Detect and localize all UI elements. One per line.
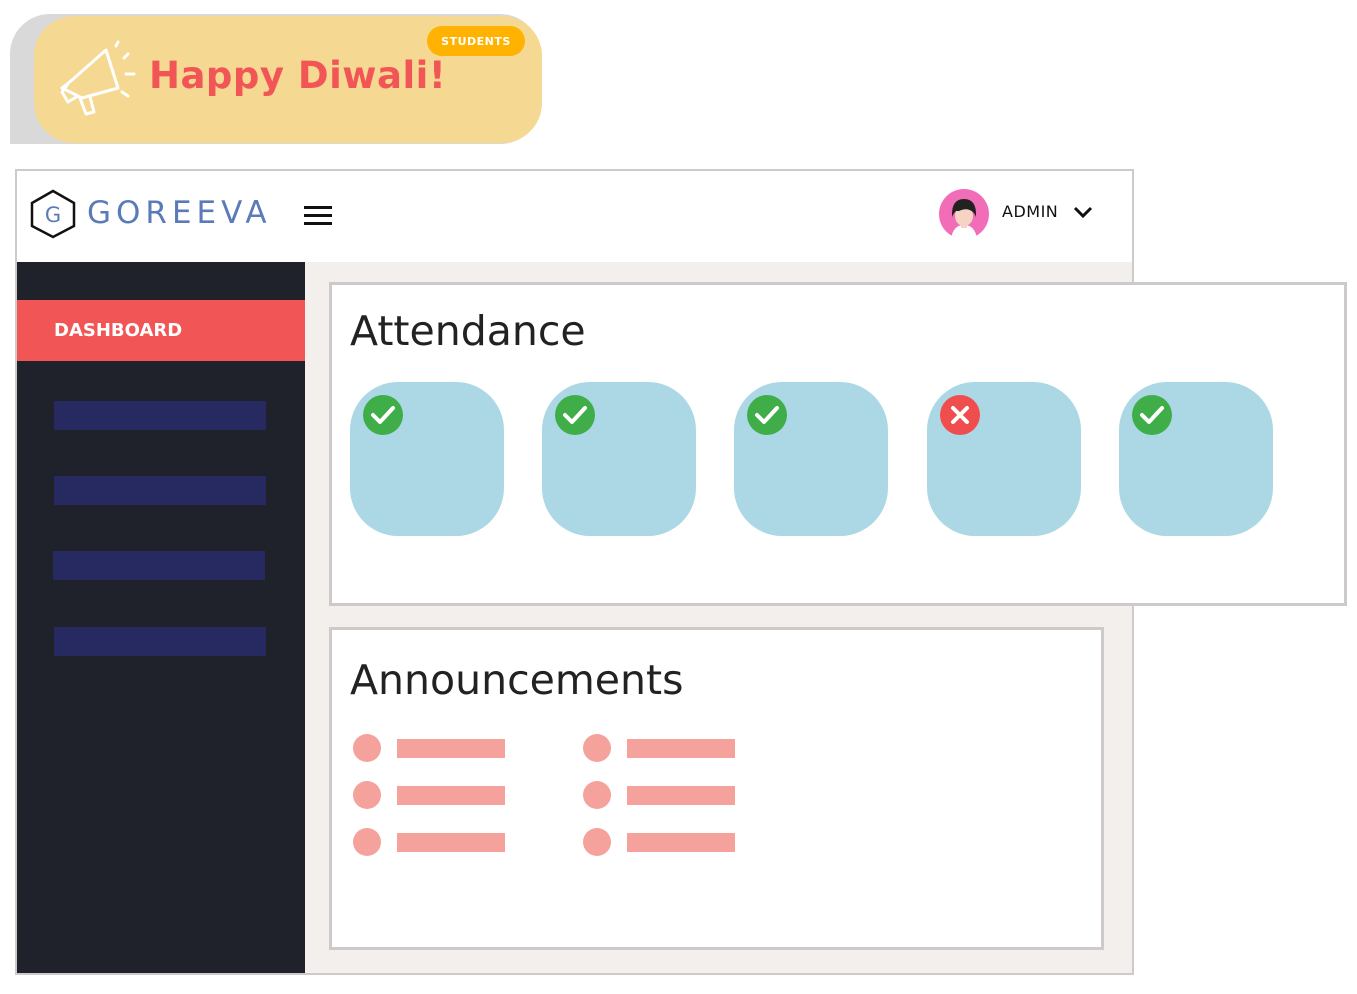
attendance-day-tile[interactable] xyxy=(927,382,1081,536)
chevron-down-icon[interactable] xyxy=(1072,204,1094,220)
sidebar-item-dashboard[interactable]: DASHBOARD xyxy=(17,300,305,361)
megaphone-icon xyxy=(60,40,136,116)
cross-icon xyxy=(940,395,980,435)
sidebar: DASHBOARD xyxy=(17,262,305,973)
announcement-bullet xyxy=(353,828,381,856)
svg-text:G: G xyxy=(45,203,61,227)
announcement-item[interactable] xyxy=(627,786,735,805)
announcement-item[interactable] xyxy=(397,786,505,805)
announcement-item[interactable] xyxy=(397,833,505,852)
hamburger-icon[interactable] xyxy=(304,206,332,228)
announcement-bullet xyxy=(583,781,611,809)
check-icon xyxy=(363,395,403,435)
sidebar-item-placeholder[interactable] xyxy=(54,401,266,430)
announcement-banner[interactable]: Happy Diwali! STUDENTS xyxy=(34,16,542,143)
announcements-card: Announcements xyxy=(329,627,1104,950)
attendance-day-tile[interactable] xyxy=(734,382,888,536)
sidebar-item-placeholder[interactable] xyxy=(54,476,266,505)
announcement-bullet xyxy=(583,734,611,762)
sidebar-item-placeholder[interactable] xyxy=(53,551,265,580)
check-icon xyxy=(747,395,787,435)
banner-title: Happy Diwali! xyxy=(149,54,447,97)
logo-text[interactable]: GOREEVA xyxy=(87,195,272,231)
announcement-bullet xyxy=(353,781,381,809)
announcements-title: Announcements xyxy=(350,656,684,704)
sidebar-item-placeholder[interactable] xyxy=(54,627,266,656)
announcement-item[interactable] xyxy=(627,833,735,852)
check-icon xyxy=(555,395,595,435)
attendance-title: Attendance xyxy=(350,307,586,355)
check-icon xyxy=(1132,395,1172,435)
attendance-card: Attendance xyxy=(329,282,1347,606)
students-badge[interactable]: STUDENTS xyxy=(427,26,525,56)
announcement-bullet xyxy=(583,828,611,856)
announcement-item[interactable] xyxy=(397,739,505,758)
attendance-day-tile[interactable] xyxy=(542,382,696,536)
attendance-day-tile[interactable] xyxy=(350,382,504,536)
goreeva-logo-icon[interactable]: G xyxy=(29,189,77,239)
top-navbar: G GOREEVA ADMIN xyxy=(17,171,1132,262)
admin-label[interactable]: ADMIN xyxy=(1002,202,1059,221)
announcement-item[interactable] xyxy=(627,739,735,758)
attendance-day-tile[interactable] xyxy=(1119,382,1273,536)
announcement-bullet xyxy=(353,734,381,762)
avatar[interactable] xyxy=(939,189,989,239)
